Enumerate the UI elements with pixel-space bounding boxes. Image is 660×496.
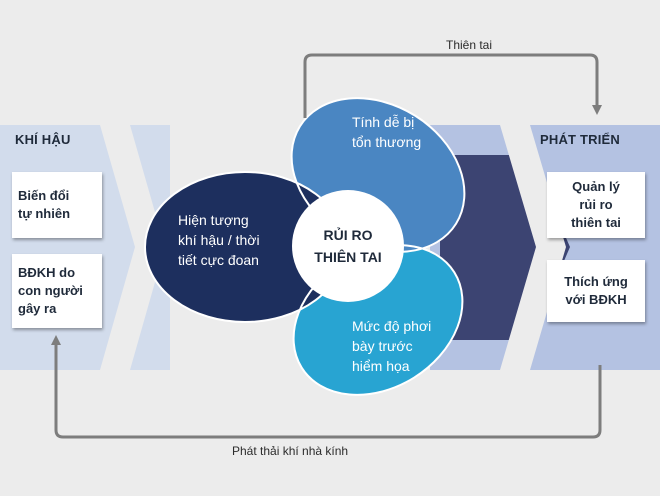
core-label: RỦI RO THIÊN TAI: [314, 227, 382, 265]
bottom-arrow-label: Phát thải khí nhà kính: [232, 444, 349, 458]
left-header: KHÍ HẬU: [15, 132, 71, 147]
box-climate-adaptation: Thích ứng với BĐKH: [547, 260, 645, 322]
right-chevron: [500, 125, 566, 370]
petal-hazard: [145, 172, 345, 322]
core-circle: [292, 190, 404, 302]
arrow-top: [303, 53, 602, 118]
right-header: PHÁT TRIỂN: [540, 132, 620, 147]
box-natural-change: Biến đổi tự nhiên: [12, 172, 102, 238]
petal-hazard-label: Hiện tượng khí hậu / thời tiết cực đoan: [178, 212, 260, 268]
top-arrow-label: Thiên tai: [446, 38, 493, 52]
box-disaster-risk-management: Quản lý rủi ro thiên tai: [547, 172, 645, 238]
box-human-climate-change: BĐKH do con người gây ra: [12, 254, 102, 328]
arrow-bottom: [51, 335, 602, 439]
petal-vulnerability-label: Tính dễ bị tổn thương: [352, 114, 422, 150]
petal-exposure-label: Mức độ phơi bày trước hiểm họa: [352, 318, 432, 374]
